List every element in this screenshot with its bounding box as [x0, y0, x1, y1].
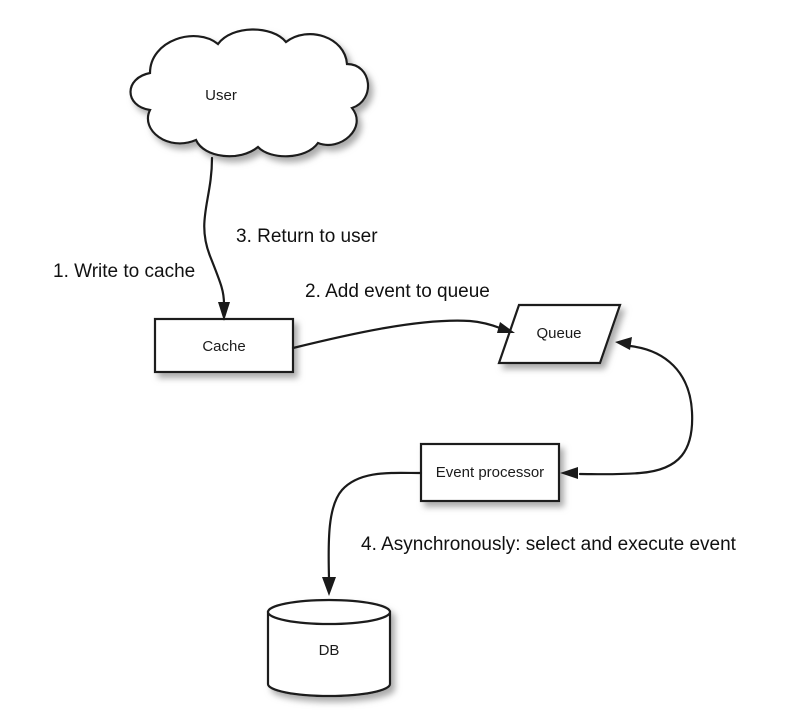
edge-label-step-1: 1. Write to cache — [53, 261, 195, 282]
node-user-label: User — [205, 87, 237, 104]
arrowhead-into-queue-return — [615, 337, 632, 350]
edge-event-processor-to-db — [322, 471, 423, 596]
arrowhead-into-queue — [497, 322, 515, 333]
node-queue-label: Queue — [536, 325, 581, 342]
node-cache[interactable]: Cache — [153, 317, 295, 374]
edge-queue-event-processor — [560, 337, 694, 479]
edge-cache-to-queue — [291, 319, 515, 350]
node-event-processor-label: Event processor — [436, 464, 544, 481]
edge-user-to-cache — [203, 156, 230, 321]
node-event-processor[interactable]: Event processor — [419, 442, 561, 503]
node-db-label: DB — [319, 642, 340, 659]
arrowhead-into-db — [322, 577, 336, 596]
node-db[interactable]: DB — [266, 598, 392, 698]
node-cache-label: Cache — [202, 338, 245, 355]
node-user[interactable]: User — [129, 28, 369, 158]
edge-label-step-3: 3. Return to user — [236, 226, 378, 247]
arrowhead-into-event-processor — [560, 467, 578, 479]
edge-label-step-2: 2. Add event to queue — [305, 281, 490, 302]
arrowhead-into-cache — [218, 302, 230, 321]
edge-label-step-4: 4. Asynchronously: select and execute ev… — [361, 534, 737, 555]
node-queue[interactable]: Queue — [497, 303, 622, 365]
